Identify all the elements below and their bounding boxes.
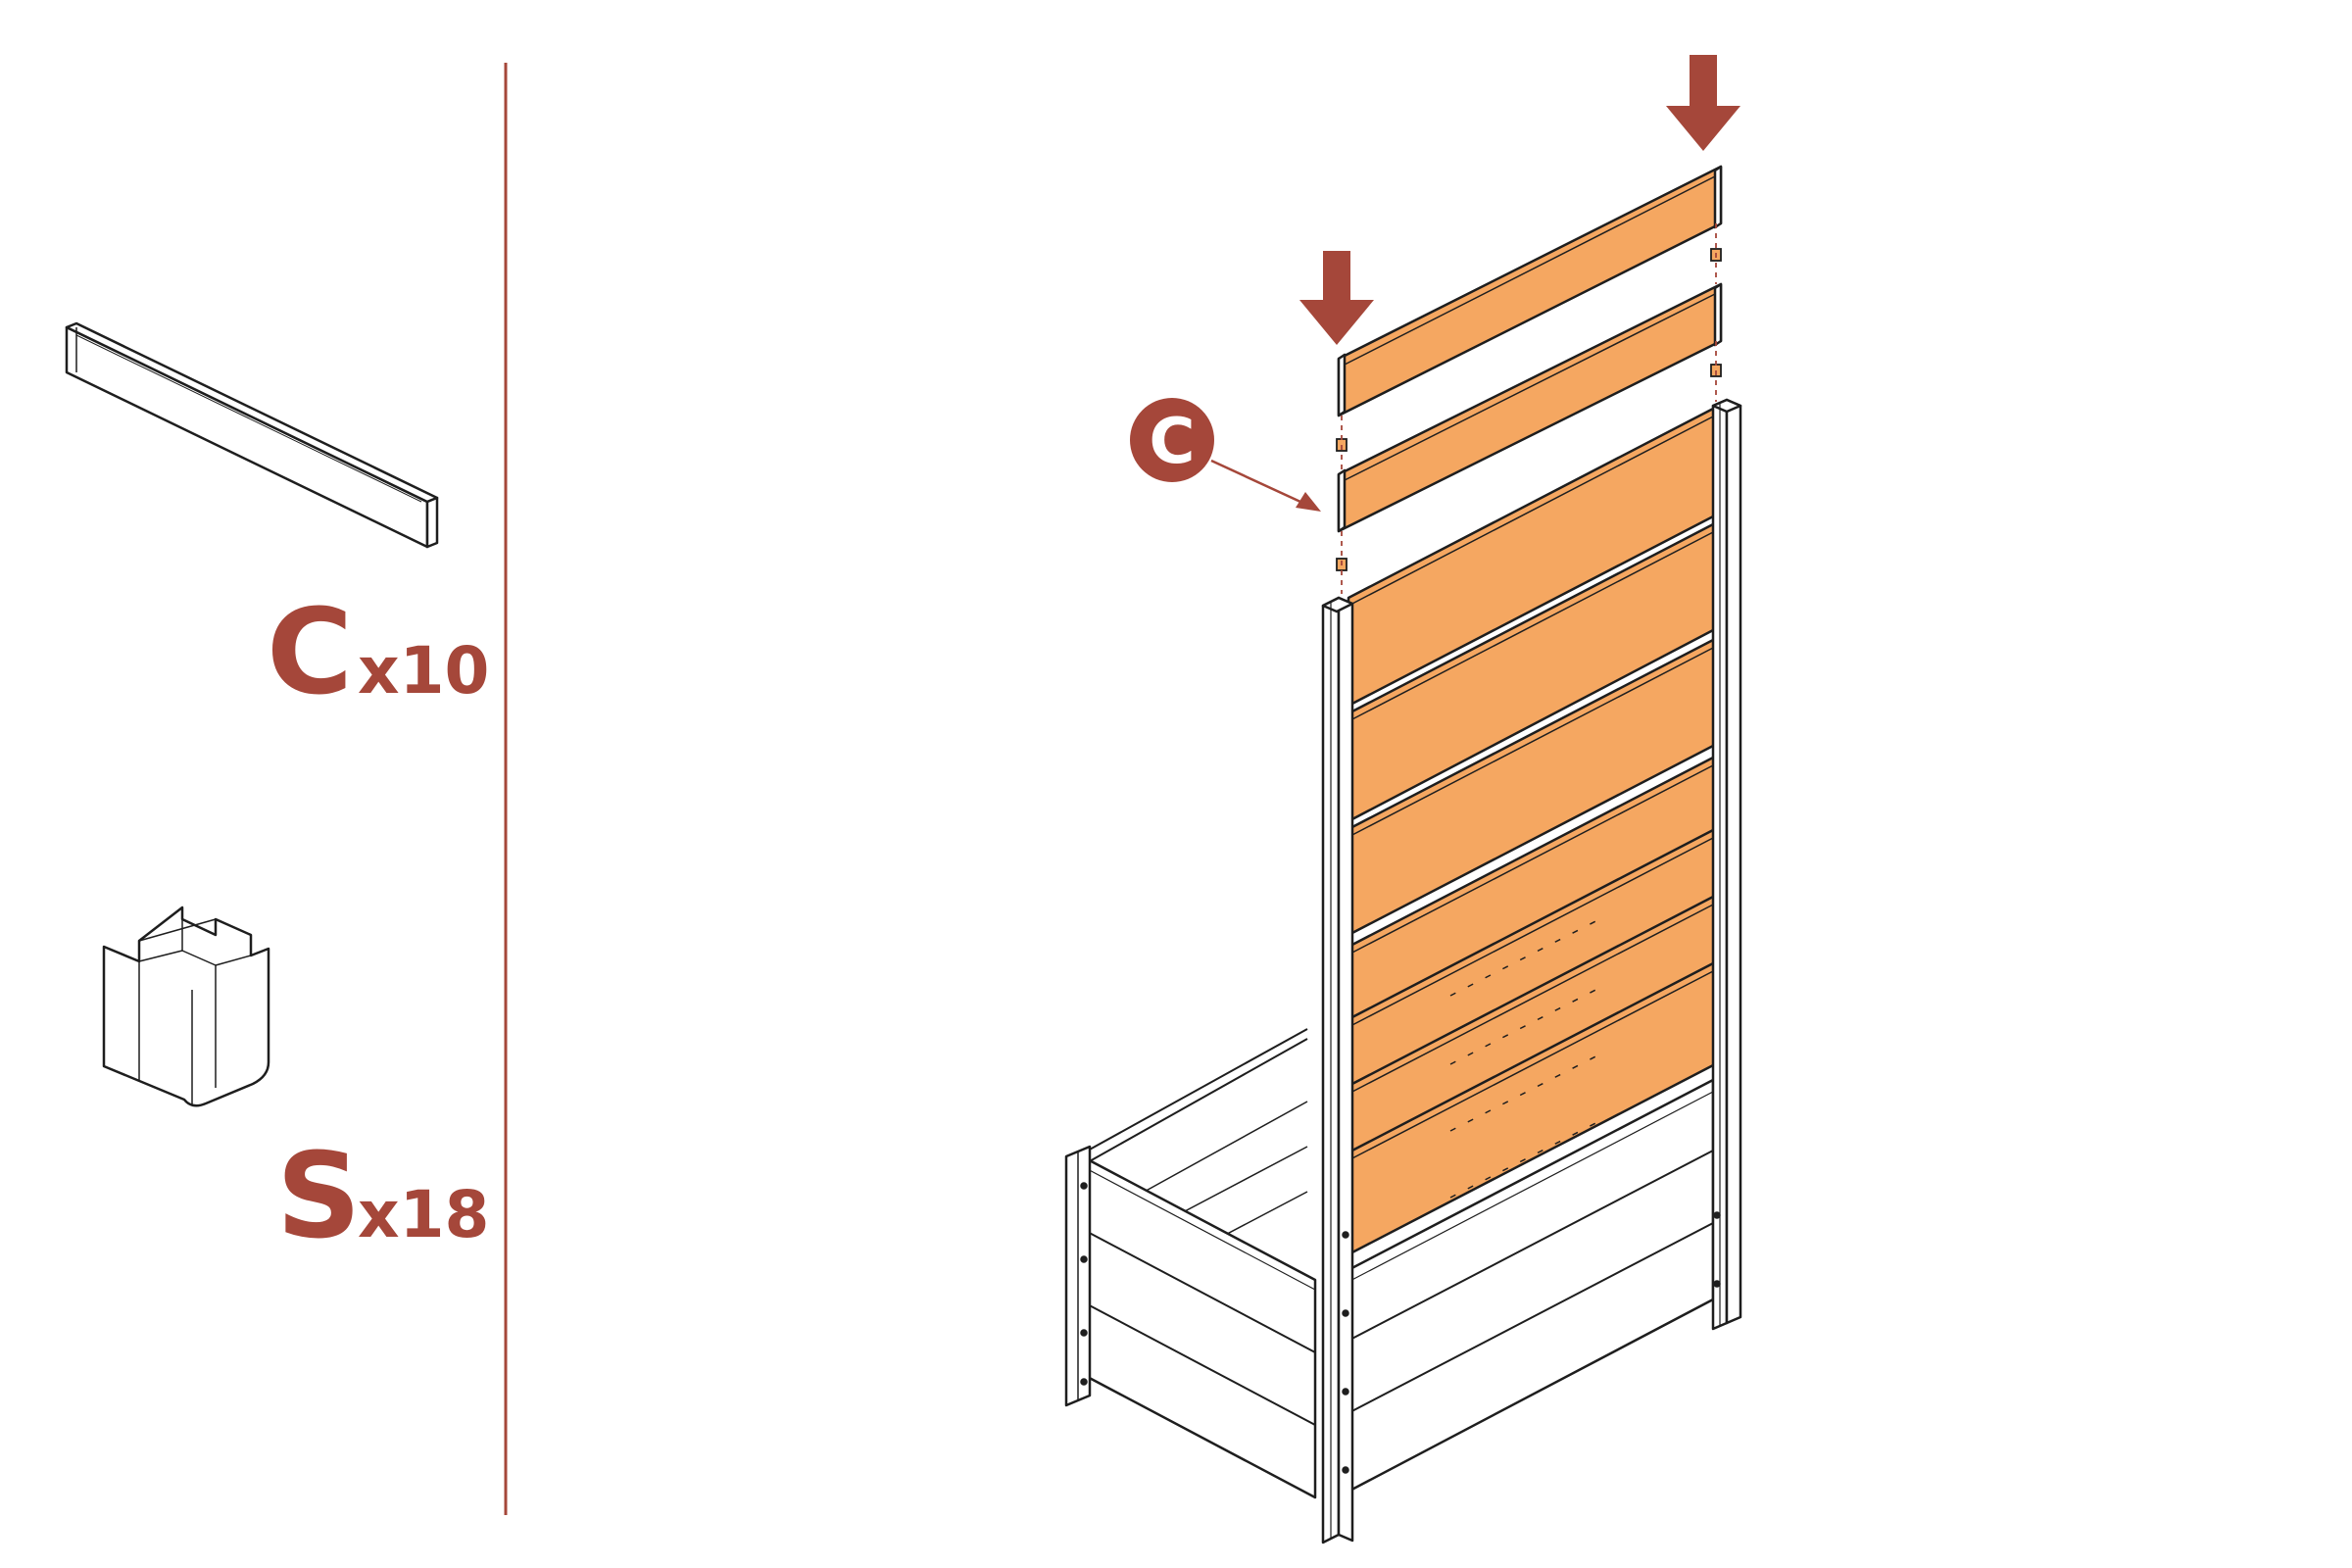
part-s-letter: S [276,1129,361,1265]
new-slats [1337,165,1723,533]
planter-box [1064,1028,1715,1499]
down-arrow-icon [1666,55,1740,151]
part-c-count: x10 [358,633,489,709]
parts-list: C x10 S x18 [65,321,489,1265]
trellis [1321,398,1742,1544]
down-arrow-icon [1299,251,1374,345]
part-s-count: x18 [358,1177,489,1252]
slat-board-icon [65,321,439,549]
callout-badge-icon: C [1130,398,1321,512]
trellis-post-left [1321,596,1354,1544]
part-c-letter: C [267,585,353,721]
alignment-guides [1341,223,1717,594]
u-connector-icon [102,906,270,1107]
trellis-post-right [1711,398,1742,1331]
installed-slats [1347,406,1717,1256]
callout-letter: C [1150,406,1196,478]
